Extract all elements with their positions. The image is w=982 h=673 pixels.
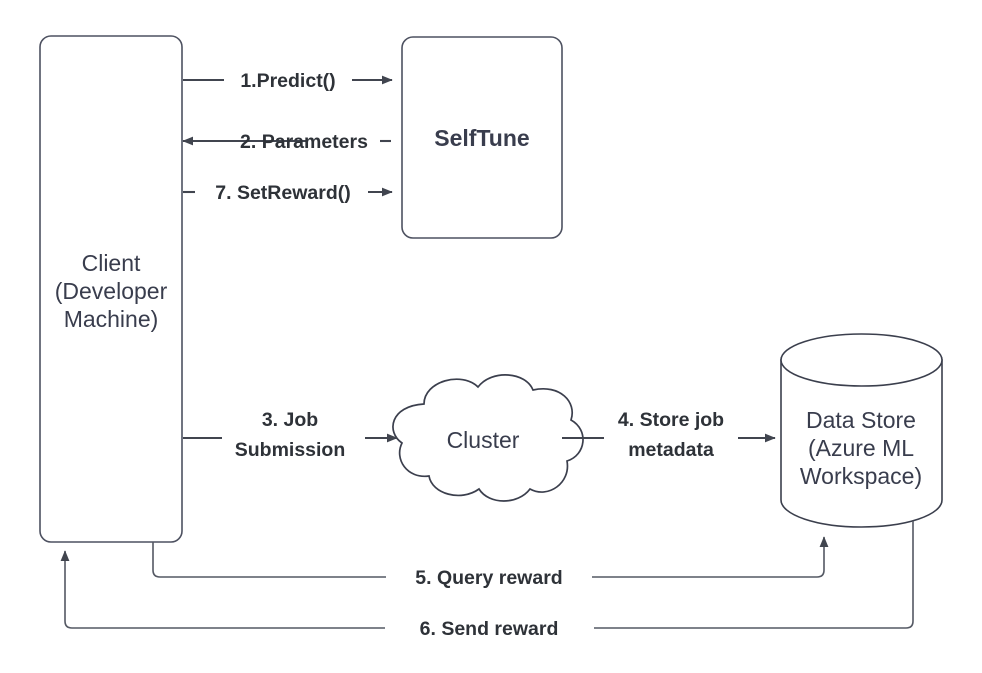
cloud-icon (392, 374, 584, 502)
edge-job-submission-label-line-2: Submission (235, 439, 346, 461)
cluster-node-label: Cluster (447, 427, 520, 453)
edge-send-reward-line-right (594, 521, 914, 629)
client-node[interactable]: Client (Developer Machine) (39, 35, 183, 543)
edge-store-job-metadata-label-line-1: 4. Store job (618, 409, 724, 431)
edge-store-job-metadata-label-line-2: metadata (628, 439, 714, 461)
client-node-label-line-2: (Developer (55, 278, 168, 304)
edge-query-reward: 5. Query reward (152, 536, 829, 589)
cylinder-body (780, 359, 943, 528)
edge-parameters-label: 2. Parameters (240, 131, 368, 153)
client-node-label-line-3: Machine) (64, 306, 159, 332)
data-store-node-label-line-2: (Azure ML (808, 435, 914, 461)
edge-job-submission-label-line-1: 3. Job (262, 409, 318, 431)
edge-setreward-label: 7. SetReward() (215, 182, 350, 204)
selftune-node-shape (401, 36, 563, 239)
edge-parameters: 2. Parameters (182, 131, 391, 153)
data-store-node-label-line-3: Workspace) (800, 463, 922, 489)
edge-setreward: 7. SetReward() (183, 182, 393, 204)
edge-send-reward-label: 6. Send reward (420, 618, 559, 640)
edge-query-reward-line-right (592, 536, 829, 578)
edge-query-reward-line-left (152, 542, 386, 578)
edge-store-job-metadata: 4. Store job metadata (562, 409, 776, 461)
edge-predict-label: 1.Predict() (240, 70, 335, 92)
cluster-node[interactable]: Cluster (392, 374, 584, 502)
edge-send-reward: 6. Send reward (60, 521, 914, 640)
data-store-node-label-line-1: Data Store (806, 407, 916, 433)
edge-job-submission: 3. Job Submission (183, 409, 398, 461)
edge-query-reward-label: 5. Query reward (415, 567, 562, 589)
selftune-node[interactable]: SelfTune (401, 36, 563, 239)
client-node-label-line-1: Client (82, 250, 141, 276)
edge-predict: 1.Predict() (183, 70, 393, 92)
edge-send-reward-line-left (60, 550, 385, 629)
client-node-shape (39, 35, 183, 543)
selftune-node-label: SelfTune (434, 125, 529, 151)
cylinder-top (780, 333, 943, 387)
data-store-node[interactable]: Data Store (Azure ML Workspace) (780, 333, 943, 528)
